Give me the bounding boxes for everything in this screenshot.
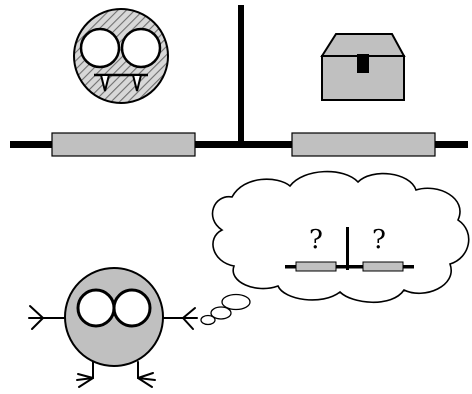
- fang-right: [131, 74, 143, 92]
- goggle-right: [112, 288, 152, 328]
- creature-eye-left: [79, 27, 121, 69]
- vertical-divider: [238, 5, 244, 148]
- chest-lock: [357, 54, 369, 73]
- chest-lid: [320, 33, 406, 57]
- mini-segment-left: [295, 261, 337, 272]
- horizontal-track: [10, 141, 468, 148]
- track-segment-right: [291, 132, 436, 157]
- mini-track: [285, 227, 414, 272]
- thought-puff-large: [221, 293, 251, 311]
- question-mark-left: ?: [309, 225, 323, 255]
- goggle-left: [76, 288, 116, 328]
- creature-eye-right: [120, 27, 162, 69]
- fang-left: [99, 74, 111, 92]
- left-leg: [76, 361, 94, 388]
- mini-vertical-divider: [346, 227, 349, 270]
- question-mark-right: ?: [372, 225, 386, 255]
- right-arm: [162, 307, 198, 330]
- thinking-creature: [28, 267, 198, 388]
- thought-puff-medium: [210, 306, 232, 320]
- thought-puff-small: [200, 314, 216, 326]
- treasure-chest: [320, 33, 406, 101]
- right-leg: [137, 361, 156, 388]
- thought-cloud: [211, 170, 470, 303]
- thought-bubble: ? ?: [200, 170, 470, 326]
- mini-segment-right: [362, 261, 404, 272]
- fanged-creature: [73, 8, 169, 104]
- top-track: [10, 5, 468, 157]
- left-arm: [28, 305, 66, 330]
- mini-horizontal-track: [285, 265, 414, 269]
- track-segment-left: [51, 132, 196, 157]
